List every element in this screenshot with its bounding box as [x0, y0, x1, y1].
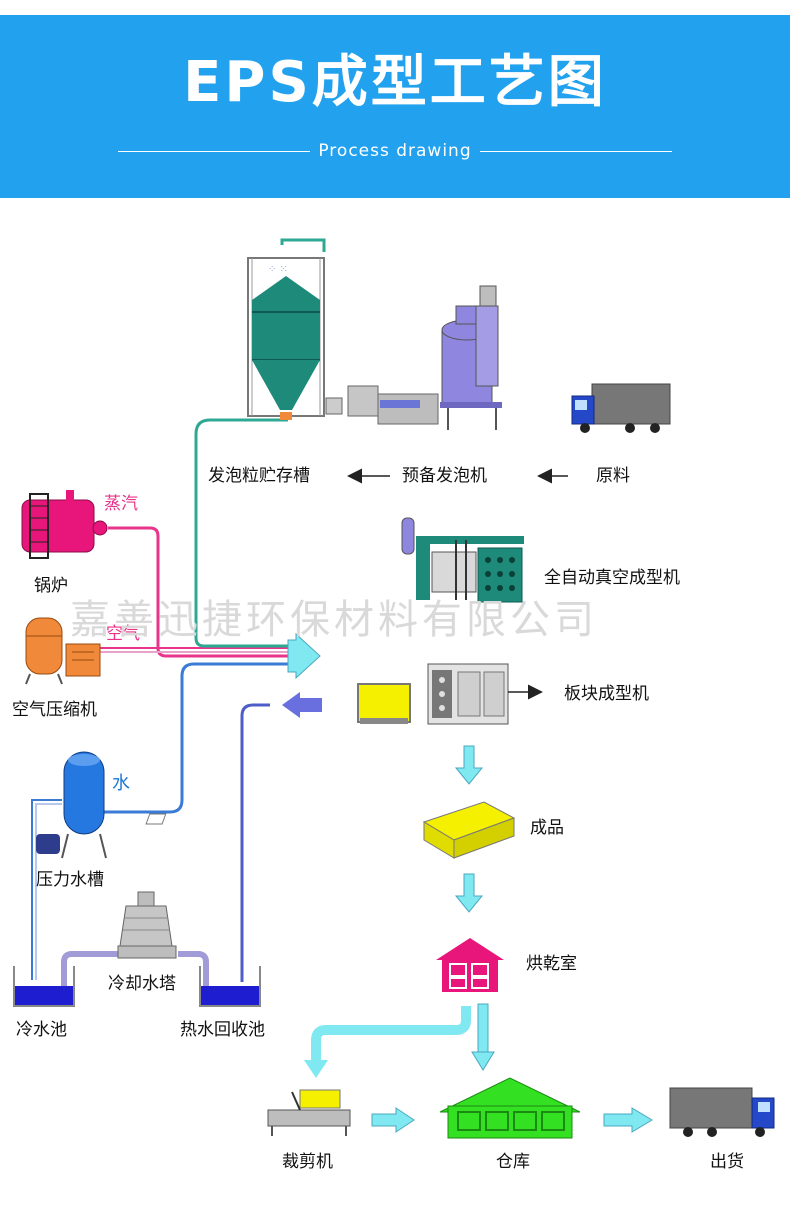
- subtitle-line-right: [480, 151, 672, 152]
- merge-arrow: [287, 632, 321, 680]
- page-subtitle: Process drawing: [318, 141, 472, 161]
- label-cooling-tower: 冷却水塔: [108, 974, 176, 994]
- label-vacuum-molding: 全自动真空成型机: [544, 568, 680, 588]
- tower-pipes: [61, 951, 209, 988]
- label-cutting-machine: 裁剪机: [282, 1152, 333, 1172]
- block-molding-machine: [357, 663, 543, 725]
- foam-feed-pipe: [194, 238, 326, 648]
- foam-storage-silo: ⁘ ⁙: [247, 257, 325, 420]
- warehouse: [439, 1077, 581, 1139]
- hot-water-pool: [199, 966, 261, 1007]
- shipping-truck: [669, 1087, 775, 1137]
- air-pipe: [100, 647, 292, 653]
- label-air-compressor: 空气压缩机: [12, 700, 97, 720]
- water-pipe: [104, 662, 292, 814]
- label-water: 水: [112, 773, 130, 794]
- finished-product: [145, 801, 516, 859]
- label-steam: 蒸汽: [104, 494, 138, 514]
- label-raw-material: 原料: [596, 466, 630, 486]
- svg-text:⁘ ⁙: ⁘ ⁙: [268, 264, 288, 275]
- cold-water-pool: [13, 966, 75, 1007]
- air-compressor: [25, 617, 101, 685]
- label-shipping: 出货: [710, 1152, 744, 1172]
- pressure-water-tank: [36, 751, 107, 859]
- label-drying-room: 烘乾室: [526, 954, 577, 974]
- drying-room: [436, 938, 504, 992]
- steam-pipe: [108, 526, 292, 658]
- label-warehouse: 仓库: [496, 1152, 530, 1172]
- label-cold-pool: 冷水池: [16, 1020, 67, 1040]
- label-finished-product: 成品: [530, 818, 564, 838]
- flow-arrows-down: [454, 745, 484, 913]
- return-arrow: [282, 692, 322, 718]
- label-pre-expander: 预备发泡机: [402, 466, 487, 486]
- label-pressure-tank: 压力水槽: [36, 870, 104, 890]
- label-boiler: 锅炉: [34, 576, 68, 596]
- cooling-tower: [117, 891, 177, 959]
- page-title: EPS成型工艺图: [183, 50, 607, 115]
- flow-arrows-bottom: [304, 1003, 653, 1133]
- cold-water-pipe: [31, 799, 62, 980]
- boiler: [21, 490, 108, 559]
- header-banner: [0, 15, 790, 198]
- pre-expander-machine: [325, 285, 502, 430]
- cutting-machine: [267, 1089, 351, 1136]
- label-air: 空气: [106, 624, 140, 644]
- vacuum-molding-machine: [401, 517, 524, 603]
- label-hot-pool: 热水回收池: [180, 1020, 265, 1040]
- hot-water-return-pipe: [240, 703, 270, 982]
- raw-material-truck: [571, 383, 671, 433]
- subtitle-line-left: [118, 151, 310, 152]
- label-foam-storage: 发泡粒贮存槽: [208, 466, 310, 486]
- label-block-molding: 板块成型机: [564, 684, 649, 704]
- watermark: 嘉善迅捷环保材料有限公司: [70, 597, 598, 643]
